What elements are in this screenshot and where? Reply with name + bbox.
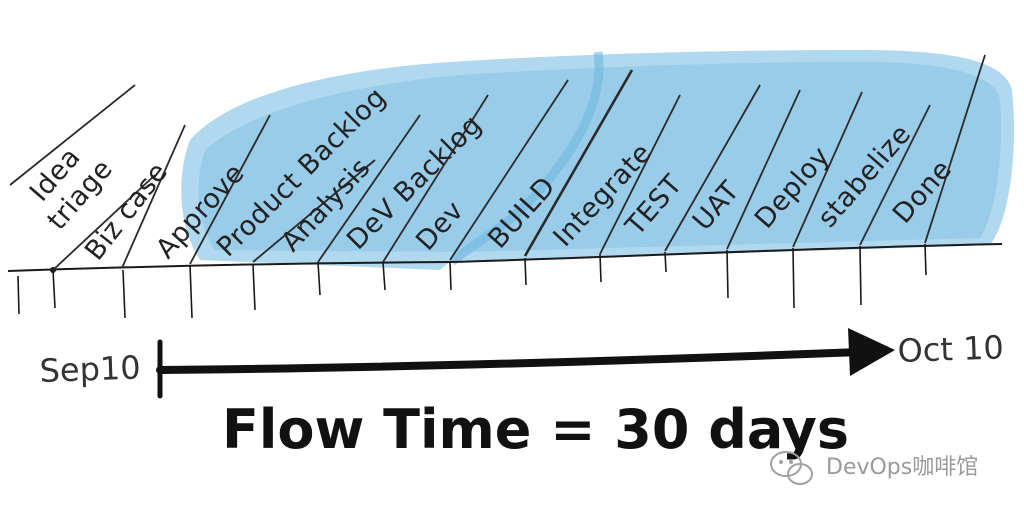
wechat-icon [770,451,813,485]
value-stream-highlight [181,50,1014,270]
flow-time-arrow [156,328,895,399]
build-boundary-mark [448,51,604,266]
stage-separators [9,54,986,271]
watermark: DevOps咖啡馆 [770,451,978,485]
arrowhead-icon [848,328,895,376]
flow-time-equation: Flow Time = 30 days [222,398,849,461]
watermark-text: DevOps咖啡馆 [826,455,978,480]
end-date-label: Oct 10 [897,328,1004,370]
start-date-label: Sep10 [39,348,141,390]
baseline-ticks [17,243,927,319]
